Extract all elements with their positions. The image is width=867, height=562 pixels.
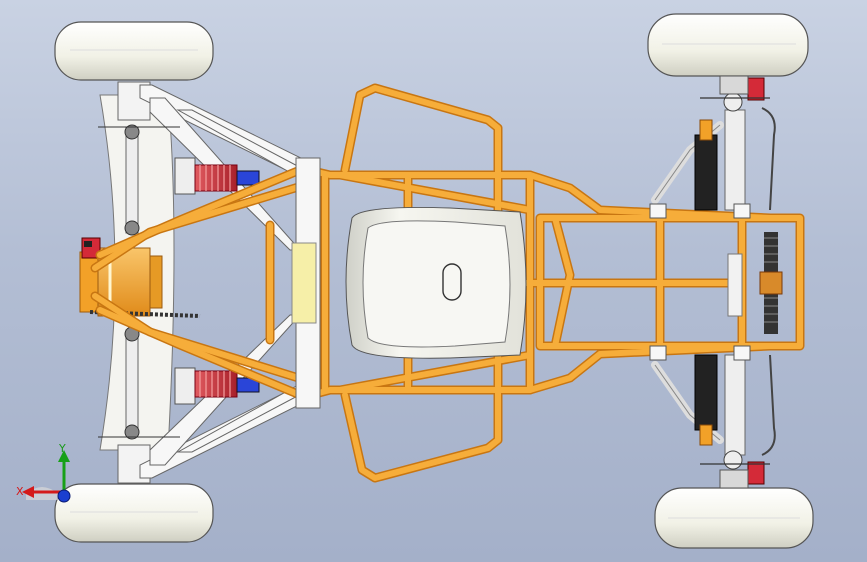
seat-belt-slot [442,263,462,301]
tire-front-left [647,13,809,77]
firewall-plate [291,157,321,409]
tire-front-right [654,487,814,549]
triad-x-label: X [16,485,24,498]
rear-axle-sprocket [79,237,201,318]
triad-y-label: Y [59,442,66,455]
coordinate-triad-icon [22,450,71,503]
seat [345,206,527,359]
tire-rear-left [54,21,214,81]
frame-mount-points [649,203,751,361]
rear-coilover-left [174,157,260,195]
front-suspension-right [651,354,776,489]
rear-coilover-right [174,367,260,405]
steering-rack [727,232,783,334]
coordinate-triad: X Y [12,440,82,510]
rear-halfshaft-right [124,326,140,440]
tire-rear-right [54,483,214,543]
front-suspension-left [651,75,776,211]
rear-halfshaft-left [124,124,140,236]
